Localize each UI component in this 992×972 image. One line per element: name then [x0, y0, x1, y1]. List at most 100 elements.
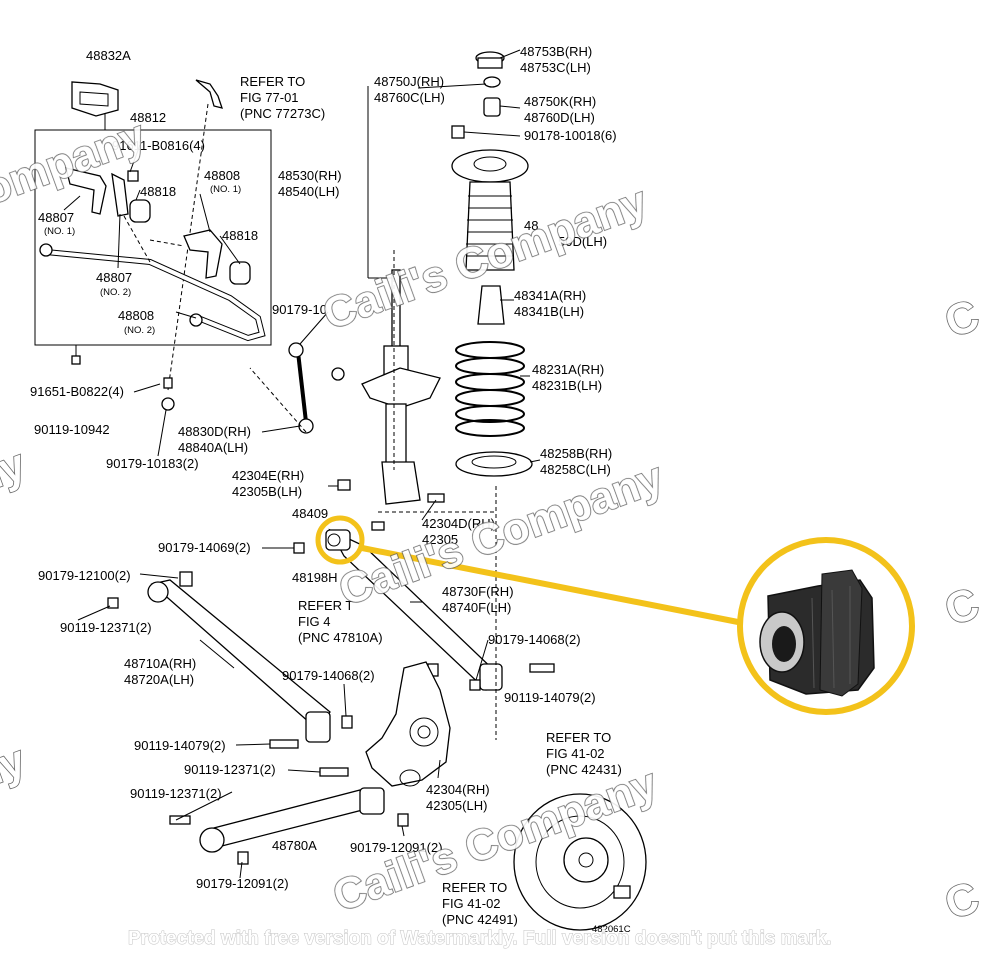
nut-90179-12100 — [179, 571, 193, 587]
label-48832A: 48832A — [86, 48, 131, 63]
bolt-91611 — [127, 170, 139, 182]
label-48341A: 48341A(RH) — [514, 288, 586, 303]
highlight-connector — [361, 545, 739, 625]
label-refer-4102b-2: FIG 41-02 — [442, 896, 501, 911]
nut-90179-10 — [331, 367, 345, 381]
watermark-brand-left-3: ny — [0, 736, 32, 800]
coil-spring — [455, 341, 525, 437]
label-48740F: 48740F(LH) — [442, 600, 511, 615]
label-refer-4102a-2: FIG 41-02 — [546, 746, 605, 761]
nut-90179-12091 — [397, 813, 409, 827]
label-91651: 91651-B0822(4) — [30, 384, 124, 399]
label-48750K: 48750K(RH) — [524, 94, 596, 109]
strut-seat — [361, 367, 441, 409]
bushing-48818 — [129, 199, 151, 223]
nut-90179-12091 — [237, 851, 249, 865]
nut-48750J — [483, 76, 501, 88]
label-91611: 91611-B0816(4) — [112, 138, 205, 153]
label-90179-14068-b: 90179-14068(2) — [282, 668, 375, 683]
label-48807-no1: 48807 — [38, 210, 74, 225]
bolt-90119-14079 — [529, 663, 555, 673]
label-482061C: 482061C — [592, 924, 631, 935]
label-90119-12371-b: 90119-12371(2) — [184, 762, 276, 777]
label-48198H: 48198H — [292, 570, 338, 585]
label-90179-12091-a: 90179-12091(2) — [350, 840, 443, 855]
nut-90179-14068 — [341, 715, 353, 729]
bracket-48832A — [71, 81, 119, 117]
nut-90119-10942 — [163, 377, 173, 389]
stabilizer-bar-end — [39, 243, 53, 257]
nut-90178 — [451, 125, 465, 139]
label-48409: 48409 — [292, 506, 328, 521]
label-refer-4102a-3: (PNC 42431) — [546, 762, 622, 777]
label-48818-b: 48818 — [222, 228, 258, 243]
knuckle-42304 — [365, 661, 451, 787]
bushing-highlight — [315, 515, 915, 715]
label-48231A: 48231A(RH) — [532, 362, 604, 377]
label-48231B: 48231B(LH) — [532, 378, 602, 393]
label-90119-10942: 90119-10942 — [34, 422, 110, 437]
hub-bolt — [613, 885, 631, 899]
label-refer-478-2: FIG 4 — [298, 614, 331, 629]
label-partial-2: 50D(LH) — [558, 234, 607, 249]
bracket-48808-no1 — [183, 229, 223, 279]
label-48830D: 48830D(RH) — [178, 424, 251, 439]
label-48840A: 48840A(LH) — [178, 440, 248, 455]
label-48807-no1-sub: (NO. 1) — [44, 226, 75, 237]
label-48808-no2: 48808 — [118, 308, 154, 323]
bracket-48807-no2 — [111, 172, 129, 217]
label-48808-no1-sub: (NO. 1) — [210, 184, 241, 195]
nut-90179-14069 — [293, 542, 305, 554]
watermarks: Caili's Company Caili's Company Caili's … — [0, 110, 986, 950]
label-partial-1: 48 — [524, 218, 538, 233]
label-42304E: 42304E(RH) — [232, 468, 304, 483]
label-48807-no2-sub: (NO. 2) — [100, 287, 131, 298]
label-48808-no1: 48808 — [204, 168, 240, 183]
label-48750J: 48750J(RH) — [374, 74, 444, 89]
bolt-42304D — [427, 493, 445, 503]
label-48808-no2-sub: (NO. 2) — [124, 325, 155, 336]
label-48540: 48540(LH) — [278, 184, 339, 199]
label-refer-478-1: REFER T — [298, 598, 353, 613]
label-42305-lh: 42305(LH) — [426, 798, 487, 813]
label-90119-14079-a: 90119-14079(2) — [504, 690, 596, 705]
bushing-48750K — [483, 97, 501, 117]
arm-48710A — [150, 579, 331, 731]
leader-lines — [63, 49, 541, 879]
bolt-90119-14079 — [269, 739, 299, 749]
bump-stop — [477, 285, 505, 325]
nut-90179-10183 — [161, 397, 175, 411]
label-refer-77-1: REFER TO — [240, 74, 305, 89]
bolt-90119-12371 — [169, 815, 191, 825]
label-48530: 48530(RH) — [278, 168, 342, 183]
strut-assembly — [337, 51, 533, 505]
stabilizer-bar-end — [189, 313, 203, 327]
label-refer-77-3: (PNC 77273C) — [240, 106, 325, 121]
watermark-brand-right-1: C — [939, 290, 986, 347]
label-42305B: 42305B(LH) — [232, 484, 302, 499]
callout-labels: 48832A REFER TO FIG 77-01 (PNC 77273C) 4… — [30, 44, 631, 935]
watermark-brand-right-2: C — [939, 578, 986, 635]
label-48258C: 48258C(LH) — [540, 462, 611, 477]
label-90179-12100: 90179-12100(2) — [38, 568, 131, 583]
watermark-brand-right-3: C — [939, 872, 986, 929]
label-48720A: 48720A(LH) — [124, 672, 194, 687]
label-90179-14069: 90179-14069(2) — [158, 540, 251, 555]
label-90179-14068-a: 90179-14068(2) — [488, 632, 581, 647]
spring-seat — [455, 451, 533, 477]
stabilizer-group — [34, 79, 272, 391]
bracket-48807-no1 — [65, 167, 107, 215]
label-48753C: 48753C(LH) — [520, 60, 591, 75]
watermark-footer: Protected with free version of Watermark… — [128, 928, 831, 949]
watermark-brand-left-2: ny — [0, 440, 32, 504]
label-refer-4102b-3: (PNC 42491) — [442, 912, 518, 927]
bushing-48818 — [229, 261, 251, 285]
stabilizer-link — [161, 342, 345, 434]
label-48780A: 48780A — [272, 838, 317, 853]
nut-90119-12371 — [107, 597, 119, 609]
label-48753B: 48753B(RH) — [520, 44, 592, 59]
nut-90179-14068 — [469, 679, 481, 691]
label-90119-14079-b: 90119-14079(2) — [134, 738, 226, 753]
label-48730F: 48730F(RH) — [442, 584, 514, 599]
